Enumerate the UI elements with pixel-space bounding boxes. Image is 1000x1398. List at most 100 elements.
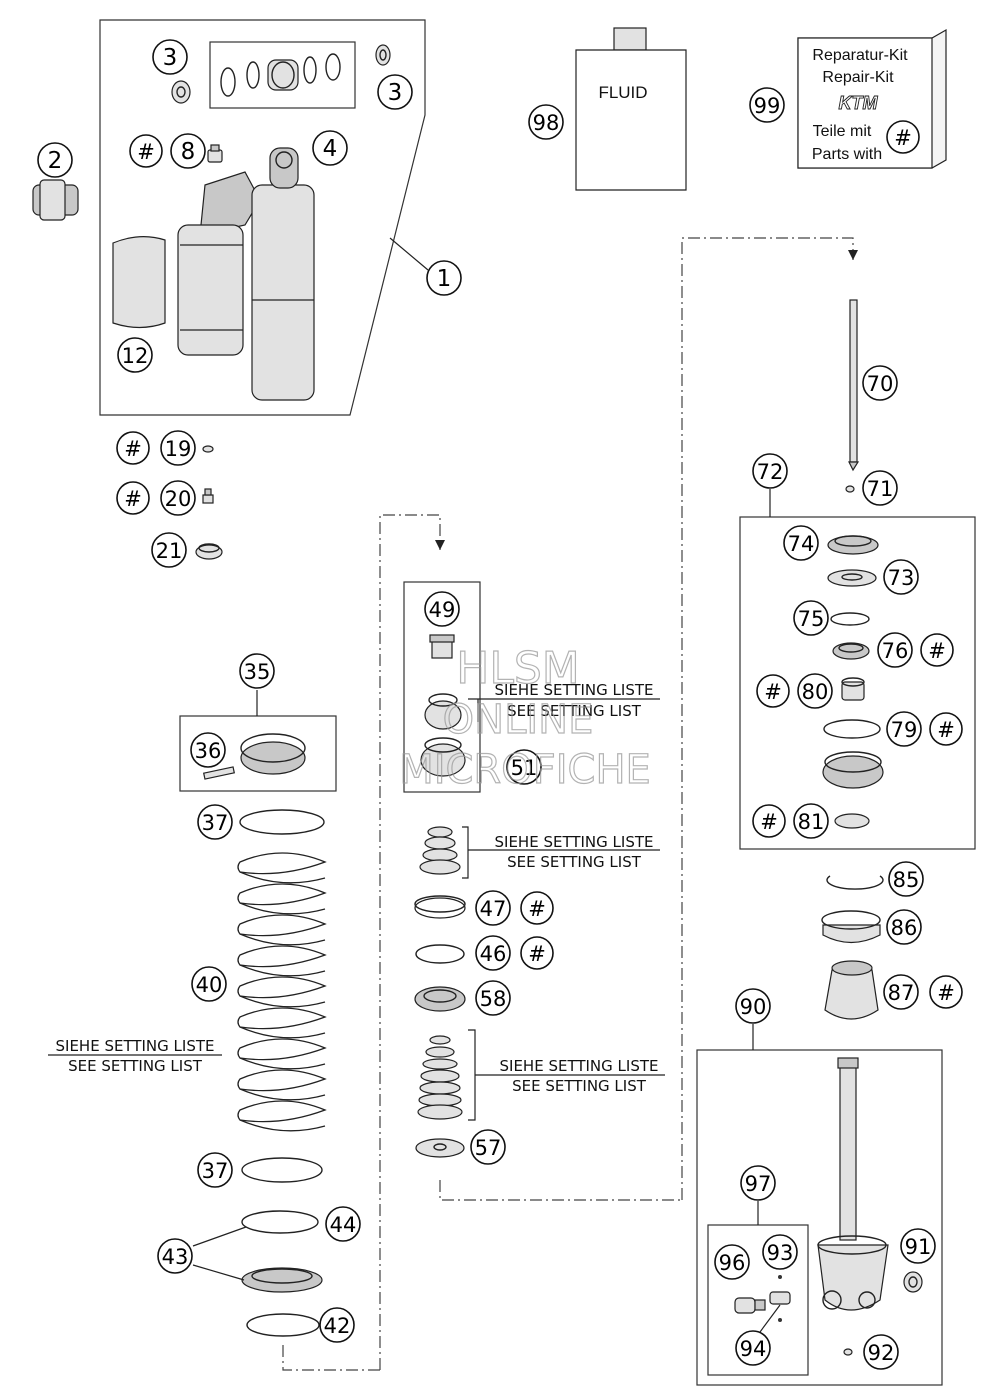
callout-circle — [475, 980, 511, 1016]
callout-circle — [883, 559, 919, 595]
callout-circle — [160, 480, 196, 516]
callout-75: 75 — [793, 600, 829, 636]
ball-small-part — [778, 1318, 782, 1322]
guide-line-right — [681, 237, 854, 1200]
hash-marker: # — [520, 891, 554, 925]
callout-number: 36 — [195, 739, 222, 763]
callout-number: 75 — [798, 607, 825, 631]
hash-marker: # — [929, 975, 963, 1009]
piston-assembly-frame — [739, 516, 976, 850]
callout-circle — [117, 337, 153, 373]
piston-rod-part — [817, 1057, 889, 1311]
bracket-lower — [468, 1029, 476, 1121]
hash-circle — [886, 120, 920, 154]
callout-96: 96 — [714, 1244, 750, 1280]
ball-71-part — [845, 485, 855, 493]
adjusting-ring-part — [202, 733, 306, 780]
bump-stop-87-part — [824, 960, 879, 1020]
reservoir-sleeve-part — [112, 236, 166, 329]
hash-symbol: # — [124, 437, 142, 461]
hash-marker: # — [756, 674, 790, 708]
callout-circle — [239, 653, 275, 689]
hash-symbol: # — [760, 810, 778, 834]
oring-79-part — [823, 719, 881, 739]
callout-circle — [863, 1334, 899, 1370]
washer-75-part — [830, 612, 870, 626]
washer-73-part — [827, 569, 877, 587]
shim-stack-lower-part — [417, 1035, 463, 1120]
callout-3: 3 — [152, 39, 188, 75]
callout-circle — [37, 142, 73, 178]
callout-number: 20 — [165, 487, 192, 511]
callout-number: 19 — [165, 437, 192, 461]
repair-kit-line3: Teile mit — [813, 123, 872, 140]
callout-97: 97 — [740, 1165, 776, 1201]
callout-number: 21 — [156, 539, 183, 563]
callout-number: 47 — [480, 897, 507, 921]
callout-circle — [160, 430, 196, 466]
fluid-bottle-part — [575, 27, 687, 191]
callout-80: 80 — [797, 673, 833, 709]
hash-marker: # — [116, 481, 150, 515]
callout-86: 86 — [886, 909, 922, 945]
callout-90: 90 — [735, 988, 771, 1024]
callout-37: 37 — [197, 804, 233, 840]
seal-head-74-part — [827, 535, 879, 555]
ball-93-part — [778, 1275, 782, 1279]
callout-circle — [319, 1307, 355, 1343]
callout-91: 91 — [900, 1228, 936, 1264]
setting-note-de-upper: SIEHE SETTING LISTE — [495, 833, 654, 851]
hash-marker: # — [752, 804, 786, 838]
callout-number: 97 — [745, 1172, 772, 1196]
callout-number: 1 — [437, 266, 452, 292]
callout-number: 74 — [788, 532, 815, 556]
callout-circle — [470, 1129, 506, 1165]
callout-number: 43 — [162, 1245, 189, 1269]
callout-circle — [783, 525, 819, 561]
hash-marker: # — [520, 936, 554, 970]
seal-kit-frame — [209, 41, 356, 109]
valve-body-frame — [403, 581, 481, 793]
bushing-80-part — [841, 677, 865, 701]
callout-number: 94 — [740, 1337, 767, 1361]
callout-number: 72 — [757, 460, 784, 484]
spring-plate-43-part — [241, 1267, 323, 1293]
callout-51: 51 — [506, 749, 542, 785]
callout-47: 47 — [475, 890, 511, 926]
callout-8: 8 — [170, 133, 206, 169]
callout-93: 93 — [762, 1234, 798, 1270]
callout-74: 74 — [783, 525, 819, 561]
callout-number: 71 — [867, 477, 894, 501]
callout-circle — [883, 974, 919, 1010]
oring-46-part — [415, 944, 465, 964]
callout-circle — [197, 1152, 233, 1188]
ball-92-part — [843, 1348, 853, 1356]
callout-number: 91 — [905, 1235, 932, 1259]
callout-circle — [762, 1234, 798, 1270]
callout-number: 3 — [163, 45, 178, 71]
guide-line-bottom — [439, 1180, 682, 1201]
spring-retainer-frame — [179, 715, 337, 792]
callout-circle — [170, 133, 206, 169]
hash-markers: ########### — [116, 120, 963, 1009]
callout-87: 87 — [883, 974, 919, 1010]
bump-rubber-part — [822, 751, 884, 789]
callout-number: 79 — [891, 718, 918, 742]
callout-number: 73 — [888, 566, 915, 590]
callout-circle — [797, 673, 833, 709]
hash-circle — [929, 712, 963, 746]
shim-stack-upper-part — [419, 826, 461, 875]
callout-circle — [888, 861, 924, 897]
callout-44: 44 — [325, 1206, 361, 1242]
callout-number: 44 — [330, 1213, 357, 1237]
setting-note-en-spring: SEE SETTING LIST — [68, 1057, 203, 1075]
callout-number: 46 — [480, 942, 507, 966]
piston-rod-frame — [696, 1049, 943, 1386]
hash-marker: # — [116, 431, 150, 465]
hash-marker: # — [886, 120, 920, 154]
repair-kit-line1: Reparatur-Kit — [812, 47, 908, 64]
callout-circle — [157, 1238, 193, 1274]
hash-marker: # — [129, 134, 163, 168]
oring-19-part — [202, 445, 214, 453]
